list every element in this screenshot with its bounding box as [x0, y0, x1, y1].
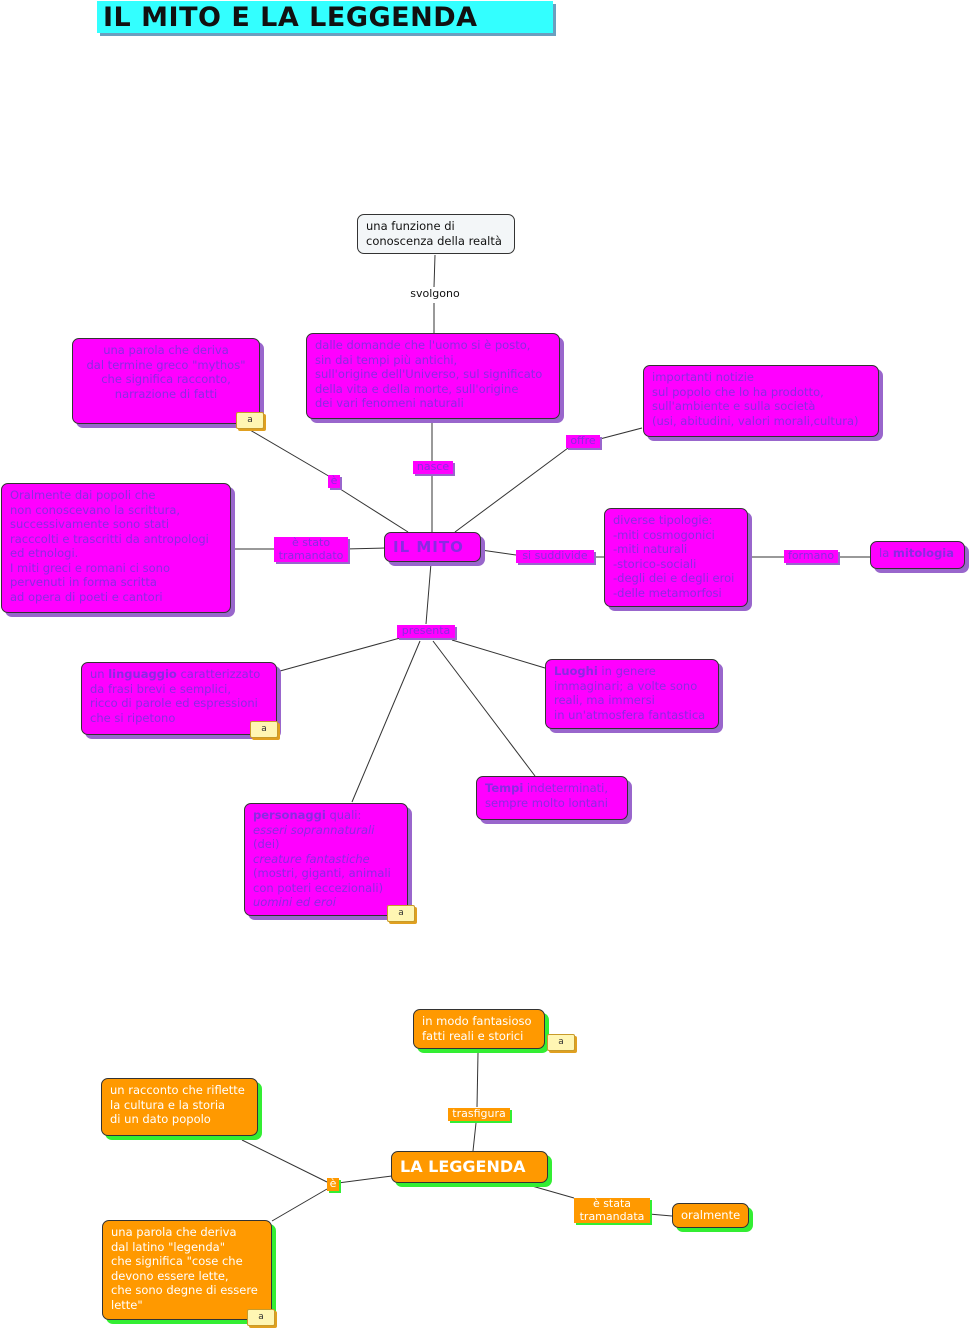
suddivide-label: si suddivide: [516, 549, 594, 563]
mitologia-pre: la: [879, 546, 893, 560]
pers-4: (mostri, giganti, animali con poteri ecc…: [253, 866, 391, 895]
trasfigura-label: trasfigura: [448, 1107, 510, 1121]
parola-leggenda-node[interactable]: una parola che deriva dal latino "legend…: [102, 1220, 272, 1320]
linguaggio-node[interactable]: un linguaggio caratterizzato da frasi br…: [81, 662, 277, 735]
mitologia-bold: mitologia: [892, 546, 955, 560]
funzione-node[interactable]: una funzione di conoscenza della realtà: [357, 214, 515, 254]
pers-3: creature fantastiche: [253, 851, 370, 866]
svolgono-label: svolgono: [404, 287, 466, 301]
tramandata-label: è stata tramandata: [574, 1197, 650, 1223]
e-leggenda-label: è: [327, 1177, 339, 1191]
offre-label: offre: [566, 434, 600, 448]
leggenda-center-node[interactable]: LA LEGGENDA: [391, 1151, 548, 1183]
note-icon[interactable]: a: [547, 1034, 575, 1051]
nasce-label: nasce: [413, 460, 453, 474]
page-title: IL MITO E LA LEGGENDA: [97, 1, 553, 33]
luoghi-node[interactable]: Luoghi in genere immaginari; a volte son…: [545, 659, 719, 729]
formano-label: formano: [784, 549, 838, 563]
luoghi-post: in genere immaginari; a volte sono reali…: [554, 664, 706, 722]
oralmente-mito-node[interactable]: Oralmente dai popoli che non conoscevano…: [1, 483, 231, 613]
personaggi-node[interactable]: personaggi quali: esseri soprannaturali …: [244, 803, 408, 916]
personaggi-bold: personaggi: [253, 808, 326, 822]
racconto-node[interactable]: un racconto che riflette la cultura e la…: [101, 1078, 258, 1136]
notizie-node[interactable]: importanti notizie sul popolo che lo ha …: [643, 365, 879, 437]
pers-1: esseri soprannaturali: [253, 822, 375, 837]
oralmente-leggenda-node[interactable]: oralmente: [672, 1203, 749, 1228]
linguaggio-pre: un: [90, 667, 109, 681]
tempi-post: indeterminati, sempre molto lontani: [485, 781, 608, 810]
pers-2: (dei): [253, 837, 280, 851]
note-icon[interactable]: a: [250, 721, 278, 738]
tipologie-node[interactable]: diverse tipologie: -miti cosmogonici -mi…: [604, 508, 748, 607]
mitologia-node[interactable]: la mitologia: [870, 541, 965, 569]
pers-5: uomini ed eroi: [253, 895, 336, 909]
linguaggio-post: caratterizzato da frasi brevi e semplici…: [90, 667, 261, 725]
note-icon[interactable]: a: [247, 1309, 275, 1326]
note-icon[interactable]: a: [236, 412, 264, 429]
note-icon[interactable]: a: [387, 905, 415, 922]
e-label: è: [328, 474, 340, 488]
luoghi-bold: Luoghi: [554, 664, 598, 678]
presenta-label: presenta: [397, 624, 455, 638]
linguaggio-bold: linguaggio: [108, 667, 177, 681]
tramandato-label: è stato tramandato: [274, 536, 348, 562]
domande-node[interactable]: dalle domande che l'uomo si è posto, sin…: [306, 333, 560, 419]
mito-center-node[interactable]: IL MITO: [384, 532, 481, 562]
fantasioso-node[interactable]: in modo fantasioso fatti reali e storici: [413, 1009, 545, 1049]
tempi-bold: Tempi: [485, 781, 524, 795]
tempi-node[interactable]: Tempi indeterminati, sempre molto lontan…: [476, 776, 628, 820]
parola-mito-node[interactable]: una parola che deriva dal termine greco …: [72, 338, 260, 424]
personaggi-post: quali:: [325, 808, 362, 822]
